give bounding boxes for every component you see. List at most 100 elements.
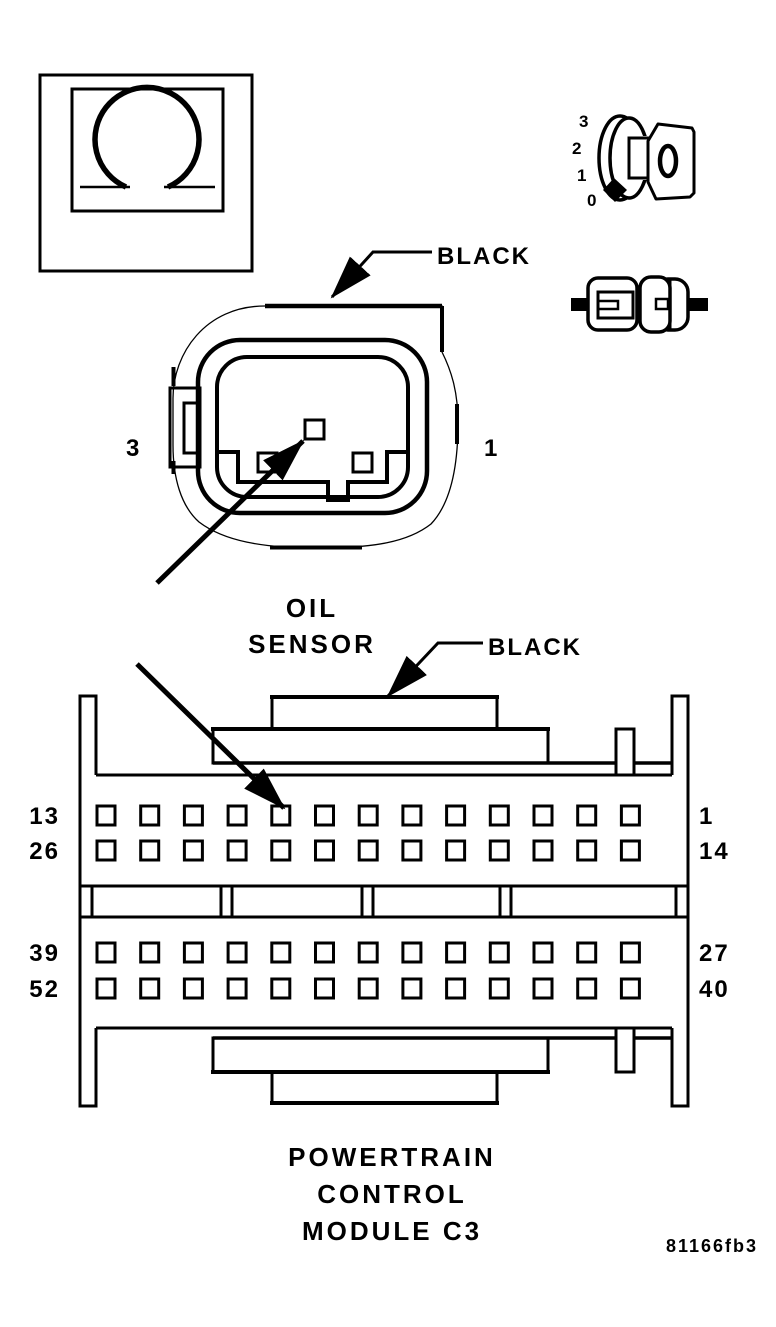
pcm-top-tab-small [270, 695, 499, 731]
test-probe-arrow-pcm [135, 662, 286, 810]
test-probe-arrow-oil-sensor [155, 439, 305, 585]
pcm-top-tab-wide [211, 727, 550, 765]
leader-line [330, 250, 432, 299]
pcm-row1-right-label: 1 [699, 803, 714, 830]
pcm-pin [445, 977, 467, 1000]
pcm-pin [270, 977, 292, 1000]
seal-ring [195, 337, 430, 516]
pcm-pin [226, 941, 248, 964]
pcm-pin [401, 977, 423, 1000]
pcm-pin [95, 941, 117, 964]
oil-sensor-wire-callout: BLACK [330, 243, 529, 299]
pcm-pin [532, 941, 554, 964]
oil-sensor-caption-line1: OIL [286, 593, 338, 623]
ohmmeter-outer-box [38, 73, 254, 273]
oil-sensor-pin-3-label: 3 [126, 435, 141, 462]
pcm-pin [226, 839, 248, 862]
pcm-pin [532, 804, 554, 827]
pcm-pin [226, 804, 248, 827]
pcm-row4-left-label: 52 [29, 976, 60, 1003]
pcm-pin [95, 804, 117, 827]
pcm-pin [401, 941, 423, 964]
pcm-pin [139, 804, 161, 827]
pcm-pin [95, 839, 117, 862]
wire-stub-right [686, 298, 708, 311]
pcm-pin [401, 804, 423, 827]
pcm-pin [445, 839, 467, 862]
pcm-row3-left-label: 39 [29, 940, 60, 967]
pcm-pin [619, 977, 641, 1000]
pcm-pin [357, 941, 379, 964]
pcm-row1-left-label: 13 [29, 803, 60, 830]
pcm-bottom-tab-small [270, 1070, 499, 1105]
figure-code: 81166fb3 [666, 1236, 758, 1256]
dial-tick-3: 3 [579, 112, 588, 131]
rotary-dial-icon: 3 2 1 0 [572, 112, 696, 210]
pcm-caption-line1: POWERTRAIN [288, 1142, 496, 1172]
wire-stub-left [571, 298, 589, 311]
dial-notch [627, 136, 653, 180]
dial-pointer-marker [603, 178, 627, 202]
dial-tick-1: 1 [577, 166, 586, 185]
wire-color-label: BLACK [488, 634, 582, 661]
pcm-row2-left-label: 26 [29, 838, 60, 865]
pcm-pin [488, 839, 510, 862]
pcm-caption-line2: CONTROL [317, 1179, 467, 1209]
dial-key-tab [646, 122, 696, 201]
pcm-pin [576, 977, 598, 1000]
pcm-pin [270, 941, 292, 964]
pcm-bottom-tab-wide [211, 1036, 550, 1074]
pcm-pin [619, 941, 641, 964]
pcm-pin [532, 977, 554, 1000]
pcm-row4-right-label: 40 [699, 976, 730, 1003]
connector-pair-icon [571, 275, 708, 334]
pcm-caption-line3: MODULE C3 [302, 1216, 482, 1246]
ohmmeter-icon [38, 73, 254, 273]
dial-tick-2: 2 [572, 139, 581, 158]
pcm-connector [78, 694, 690, 1108]
pcm-pin [314, 839, 335, 862]
pcm-top-key [614, 727, 636, 777]
pcm-pin [357, 839, 379, 862]
pcm-pin [139, 941, 161, 964]
pcm-pin [182, 941, 204, 964]
pcm-pin [576, 804, 598, 827]
pcm-pin [357, 977, 379, 1000]
pcm-pin [270, 839, 292, 862]
pcm-pin [357, 804, 379, 827]
pcm-pin-grid [95, 804, 641, 1000]
terminal-cavity [217, 450, 408, 502]
oil-sensor-pin-1-label: 1 [484, 435, 499, 462]
pcm-wire-callout: BLACK [386, 634, 582, 698]
ohm-symbol [92, 84, 202, 190]
pcm-pin [226, 977, 248, 1000]
pcm-row2-right-label: 14 [699, 838, 730, 865]
male-connector-half [586, 276, 639, 332]
pcm-pin [182, 804, 204, 827]
female-slot [654, 297, 670, 311]
pcm-pin [619, 839, 641, 862]
pcm-pin [488, 977, 510, 1000]
dial-key-slot [657, 143, 679, 179]
pcm-pin [182, 977, 204, 1000]
pcm-pin [532, 839, 554, 862]
terminal-right [351, 451, 374, 474]
pcm-pin [270, 804, 292, 827]
pcm-pin [314, 977, 335, 1000]
pcm-pin [314, 804, 335, 827]
pcm-pin [619, 804, 641, 827]
pcm-pin [488, 804, 510, 827]
pcm-pin [182, 839, 204, 862]
pcm-pin [488, 941, 510, 964]
oil-sensor-connector [168, 303, 459, 550]
oil-sensor-caption-line2: SENSOR [248, 629, 376, 659]
pcm-pin [401, 839, 423, 862]
pcm-row3-right-label: 27 [699, 940, 730, 967]
pcm-pin [576, 839, 598, 862]
pcm-pin [314, 941, 335, 964]
pcm-bottom-key [614, 1026, 636, 1074]
pcm-pin [139, 839, 161, 862]
pcm-pin [445, 941, 467, 964]
